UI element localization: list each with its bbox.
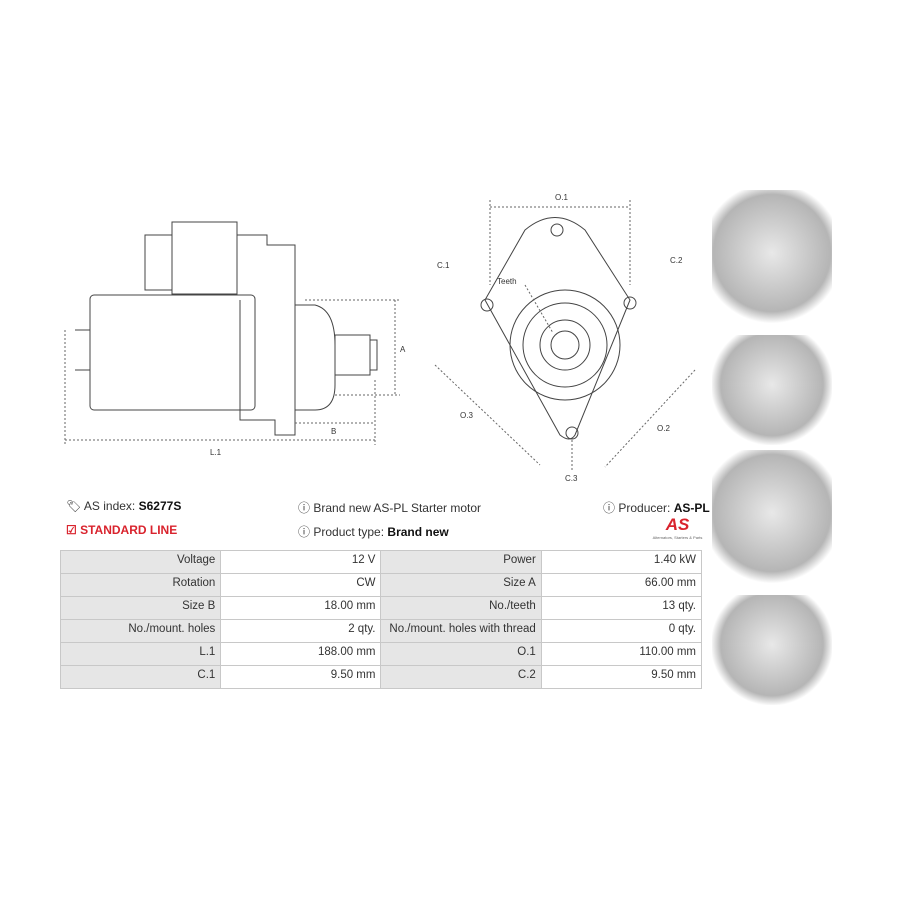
- producer-label: Producer:: [618, 501, 671, 515]
- info-icon: ⓘ: [603, 501, 616, 515]
- spec-value: 9.50 mm: [540, 665, 703, 689]
- info-icon: ⓘ: [298, 525, 311, 539]
- spec-label: O.1: [380, 642, 542, 666]
- spec-label: No./mount. holes: [59, 619, 222, 643]
- spec-label: No./mount. holes with thread: [380, 619, 542, 643]
- dim-a-label: A: [400, 345, 406, 354]
- line-label: STANDARD LINE: [80, 523, 178, 537]
- spec-value: 1.40 kW: [540, 550, 703, 574]
- logo-mark: AS: [665, 515, 690, 534]
- producer-value: AS-PL: [673, 501, 710, 515]
- dim-o3-label: O.3: [460, 411, 473, 420]
- spec-value: 66.00 mm: [540, 573, 703, 597]
- description-text: Brand new AS-PL Starter motor: [313, 501, 481, 515]
- logo-tagline: Alternators, Starters & Parts: [652, 535, 703, 540]
- spec-label: Size A: [380, 573, 542, 597]
- index-label: AS index:: [83, 499, 136, 513]
- dim-b-label: B: [331, 427, 336, 436]
- spec-label: C.2: [380, 665, 542, 689]
- teeth-label: Teeth: [497, 277, 517, 286]
- side-view-diagram: A B L.1: [64, 221, 406, 457]
- spec-value: 110.00 mm: [540, 642, 703, 666]
- dim-c2-label: C.2: [670, 256, 683, 265]
- spec-label: C.1: [59, 665, 222, 689]
- standard-line-badge: ☑ STANDARD LINE: [66, 523, 177, 537]
- spec-value: 12 V: [220, 550, 382, 574]
- dim-o1-label: O.1: [555, 193, 568, 202]
- info-icon: ⓘ: [298, 501, 311, 515]
- product-photo-side[interactable]: [712, 335, 832, 445]
- product-photo-angle[interactable]: [712, 595, 832, 705]
- dim-c1-label: C.1: [437, 261, 450, 270]
- index-value: S6277S: [138, 499, 182, 513]
- spec-value: 188.00 mm: [220, 642, 382, 666]
- spec-label: No./teeth: [380, 596, 542, 620]
- spec-value: 9.50 mm: [220, 665, 382, 689]
- check-square-icon: ☑: [66, 523, 77, 537]
- type-value: Brand new: [387, 525, 449, 539]
- tag-icon: 🏷: [66, 499, 82, 513]
- front-view-diagram: O.1 C.1 C.2 Teeth O.3 O.2 C.3: [434, 193, 696, 483]
- dim-l1-label: L.1: [210, 448, 222, 457]
- spec-label: Power: [380, 550, 542, 574]
- spec-value: CW: [220, 573, 382, 597]
- spec-value: 0 qty.: [540, 619, 703, 643]
- spec-label: Voltage: [59, 550, 222, 574]
- dim-o2-label: O.2: [657, 424, 670, 433]
- spec-label: L.1: [59, 642, 222, 666]
- as-index: 🏷 AS index: S6277S: [66, 499, 181, 513]
- as-logo: AS Alternators, Starters & Parts: [650, 515, 705, 540]
- description: ⓘ Brand new AS-PL Starter motor: [298, 499, 481, 516]
- dim-c3-label: C.3: [565, 474, 578, 483]
- spec-value: 13 qty.: [540, 596, 703, 620]
- product-type: ⓘ Product type: Brand new: [298, 523, 449, 540]
- spec-label: Size B: [59, 596, 222, 620]
- spec-label: Rotation: [59, 573, 222, 597]
- spec-value: 18.00 mm: [220, 596, 382, 620]
- type-label: Product type:: [313, 525, 385, 539]
- spec-value: 2 qty.: [220, 619, 382, 643]
- product-photo-rear[interactable]: [712, 450, 832, 590]
- product-photo-front[interactable]: [712, 190, 832, 330]
- producer: ⓘ Producer: AS-PL: [603, 499, 710, 516]
